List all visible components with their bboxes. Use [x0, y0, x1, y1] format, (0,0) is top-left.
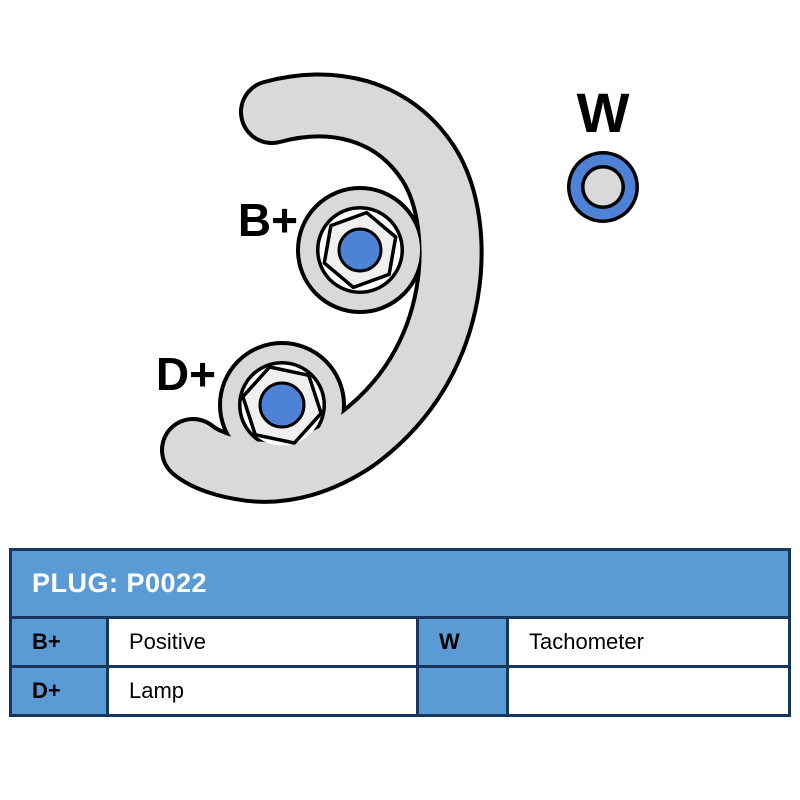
pin-cell-empty [416, 665, 509, 717]
pin-cell-d-plus: D+ [9, 665, 109, 717]
table-row: D+ Lamp [9, 665, 791, 717]
desc-cell-empty [506, 665, 791, 717]
plug-pinout-table: PLUG: P0022 B+ Positive W Tachometer D+ … [9, 548, 791, 717]
w-terminal-center [584, 168, 622, 206]
plug-table-title: PLUG: P0022 [9, 548, 791, 619]
desc-cell-tachometer: Tachometer [506, 616, 791, 668]
w-terminal [567, 151, 639, 223]
b-plus-stud-icon [337, 227, 383, 273]
desc-cell-positive: Positive [106, 616, 419, 668]
pin-cell-w: W [416, 616, 509, 668]
d-plus-terminal [241, 365, 323, 445]
desc-cell-lamp: Lamp [106, 665, 419, 717]
b-plus-terminal [322, 210, 398, 290]
housing-body [164, 76, 480, 500]
pin-cell-b-plus: B+ [9, 616, 109, 668]
connector-diagram: B+ D+ W [156, 72, 639, 504]
d-plus-stud-icon [258, 381, 306, 429]
b-plus-label: B+ [238, 194, 298, 246]
table-row: B+ Positive W Tachometer [9, 616, 791, 668]
table-header-row: PLUG: P0022 [9, 548, 791, 619]
w-label: W [577, 81, 630, 144]
d-plus-label: D+ [156, 348, 216, 400]
